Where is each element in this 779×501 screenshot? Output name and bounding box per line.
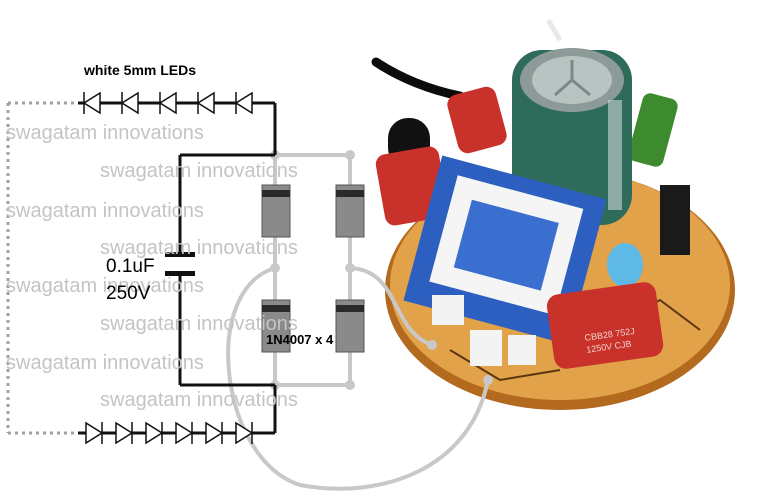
diode-part-label: 1N4007 x 4 bbox=[266, 332, 334, 347]
watermark-6: swagatam innovations bbox=[100, 313, 298, 335]
capacitor-value-label: 0.1uF bbox=[106, 256, 155, 277]
watermark-3: swagatam innovations bbox=[6, 200, 204, 222]
led-top-5 bbox=[234, 91, 253, 115]
led-string-top bbox=[82, 91, 253, 115]
led-bottom-6 bbox=[235, 421, 254, 445]
driver-board-photo: CBB28 752J 1250V CJB bbox=[371, 18, 735, 410]
led-string-bottom bbox=[85, 421, 254, 445]
diode-d3 bbox=[261, 299, 291, 353]
led-top-3 bbox=[158, 91, 177, 115]
led-bottom-3 bbox=[145, 421, 164, 445]
capacitor-voltage-label: 250V bbox=[106, 283, 151, 304]
led-top-2 bbox=[120, 91, 139, 115]
diode-d2 bbox=[335, 184, 365, 238]
diode-d4 bbox=[335, 299, 365, 353]
led-bottom-5 bbox=[205, 421, 224, 445]
led-top-1 bbox=[82, 91, 101, 115]
watermark-7: swagatam innovations bbox=[6, 352, 204, 374]
watermark-1: swagatam innovations bbox=[6, 122, 204, 144]
leds-title: white 5mm LEDs bbox=[84, 62, 197, 78]
led-bottom-2 bbox=[115, 421, 134, 445]
led-top-4 bbox=[196, 91, 215, 115]
led-bottom-4 bbox=[175, 421, 194, 445]
watermark-5: swagatam innovations bbox=[6, 275, 204, 297]
diode-d1 bbox=[261, 184, 291, 238]
led-bottom-1 bbox=[85, 421, 104, 445]
watermark-8: swagatam innovations bbox=[100, 389, 298, 411]
capacitor-symbol bbox=[165, 252, 195, 276]
watermark-4: swagatam innovations bbox=[100, 237, 298, 259]
dotted-return-wire bbox=[6, 101, 78, 435]
watermark-2: swagatam innovations bbox=[100, 160, 298, 182]
